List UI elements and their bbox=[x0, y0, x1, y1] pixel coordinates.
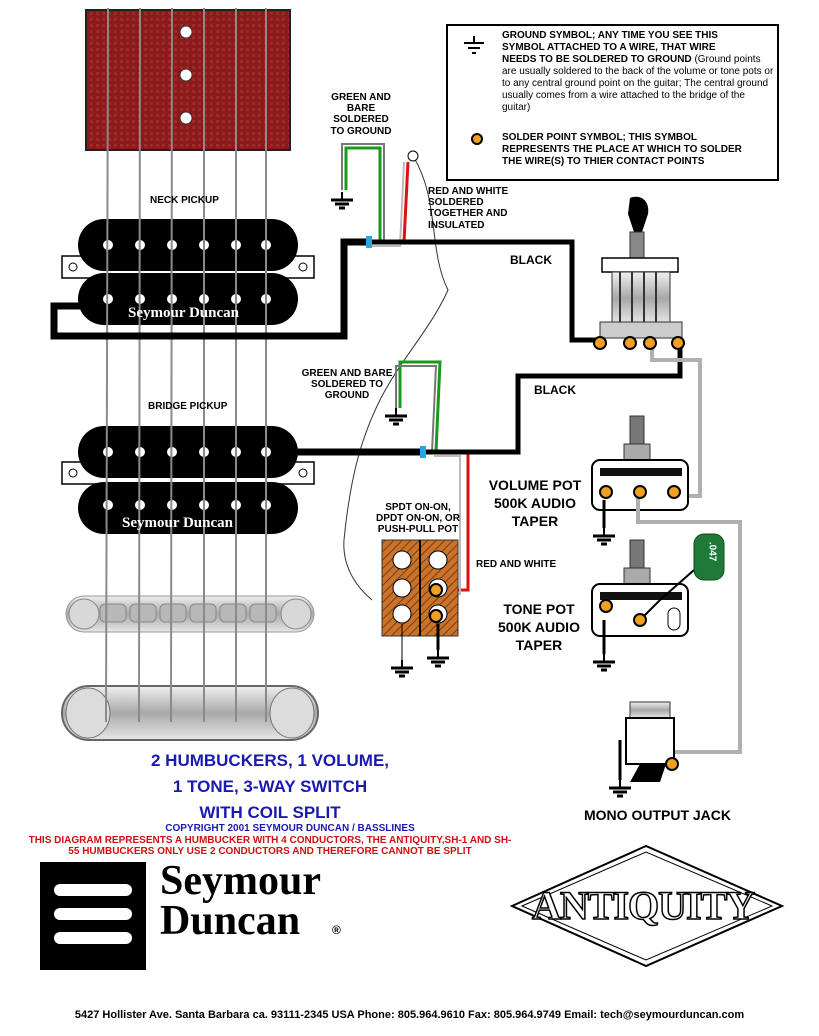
bridge-ground-label: GREEN AND BARE SOLDERED TO GROUND bbox=[301, 368, 393, 402]
bridge-pickup-brand: Seymour Duncan bbox=[122, 515, 233, 531]
three-way-switch bbox=[599, 196, 683, 339]
red-white-switch-label: RED AND WHITE bbox=[476, 559, 557, 570]
ground-icon bbox=[464, 36, 484, 54]
antiquity-logo-frame bbox=[509, 844, 785, 968]
bridge-ground-wire bbox=[398, 360, 442, 453]
capacitor bbox=[639, 533, 725, 621]
antiquity-wordmark: ANTIQUITY bbox=[531, 882, 756, 928]
switch-to-volume-wire bbox=[650, 344, 702, 498]
legend-ground-text: GROUND SYMBOL; ANY TIME YOU SEE THIS SYM… bbox=[502, 30, 774, 113]
tune-o-matic-bridge bbox=[65, 595, 315, 633]
coil-split-switch bbox=[381, 539, 459, 637]
neck-pickup-label: NECK PICKUP bbox=[150, 195, 219, 206]
tailpiece bbox=[61, 685, 319, 741]
capacitor-value: .047 bbox=[706, 541, 718, 562]
duncan-wordmark: Duncan bbox=[160, 898, 301, 944]
conductor-note: THIS DIAGRAM REPRESENTS A HUMBUCKER WITH… bbox=[28, 835, 512, 858]
legend-ground-note: (Ground points are usually soldered to t… bbox=[502, 54, 774, 113]
solder-point-icon bbox=[471, 133, 483, 145]
black-wire-label-1: BLACK bbox=[510, 253, 552, 267]
solder-points bbox=[429, 134, 685, 771]
footer-contact: 5427 Hollister Ave. Santa Barbara ca. 93… bbox=[74, 1009, 745, 1021]
neck-to-switch-wire bbox=[372, 239, 598, 343]
legend-box: GROUND SYMBOL; ANY TIME YOU SEE THIS SYM… bbox=[446, 24, 779, 181]
neck-pickup-cover bbox=[85, 9, 291, 151]
bridge-to-switch-wire bbox=[426, 346, 683, 455]
neck-ground-label: GREEN AND BARE SOLDERED TO GROUND bbox=[330, 92, 392, 137]
registered-mark: ® bbox=[332, 923, 341, 937]
neck-lead-wire bbox=[50, 238, 370, 340]
tone-pot bbox=[591, 539, 689, 637]
black-wire-label-2: BLACK bbox=[534, 383, 576, 397]
volume-to-jack-wire bbox=[636, 498, 742, 754]
title-line-2: 1 TONE, 3-WAY SWITCH bbox=[172, 776, 368, 796]
coil-split-switch-label: SPDT ON-ON, DPDT ON-ON, OR PUSH-PULL POT bbox=[376, 502, 460, 536]
volume-pot-label: VOLUME POT 500K AUDIO TAPER bbox=[488, 477, 582, 530]
tone-pot-label: TONE POT 500K AUDIO TAPER bbox=[498, 601, 580, 654]
bridge-humbucker bbox=[61, 426, 315, 534]
seymour-wordmark: Seymour bbox=[160, 858, 321, 904]
output-jack bbox=[625, 701, 675, 782]
diagram-title: 2 HUMBUCKERS, 1 VOLUME, 1 TONE, 3-WAY SWI… bbox=[120, 748, 420, 825]
neck-humbucker bbox=[61, 219, 315, 325]
red-white-insulated-label: RED AND WHITE SOLDERED TOGETHER AND INSU… bbox=[428, 186, 509, 231]
output-jack-label: MONO OUTPUT JACK bbox=[584, 807, 731, 823]
title-line-3: WITH COIL SPLIT bbox=[199, 802, 341, 822]
neck-ground-wire bbox=[344, 146, 382, 242]
copyright: COPYRIGHT 2001 SEYMOUR DUNCAN / BASSLINE… bbox=[165, 823, 415, 834]
bridge-pickup-label: BRIDGE PICKUP bbox=[148, 401, 228, 412]
neck-pickup-brand: Seymour Duncan bbox=[128, 305, 239, 321]
legend-solder-text: SOLDER POINT SYMBOL; THIS SYMBOL REPRESE… bbox=[502, 132, 742, 167]
strings bbox=[105, 7, 267, 723]
title-line-1: 2 HUMBUCKERS, 1 VOLUME, bbox=[150, 751, 390, 770]
